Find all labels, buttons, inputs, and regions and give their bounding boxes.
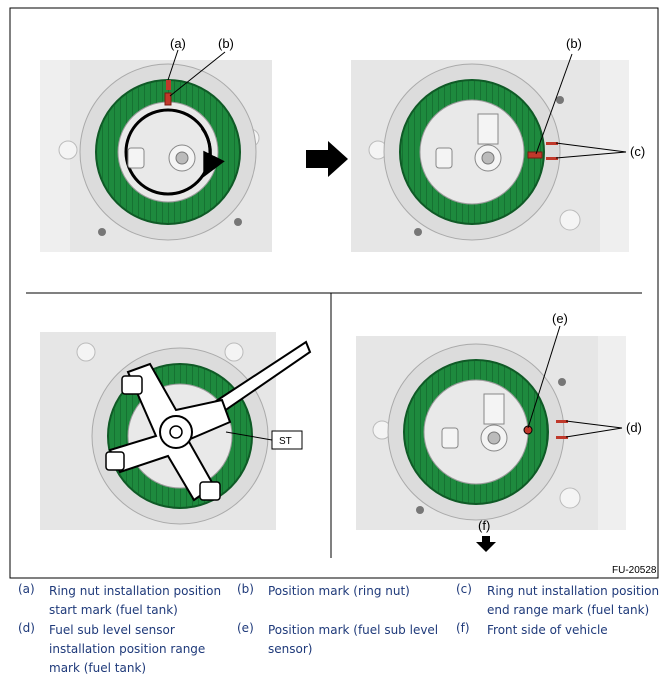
- procedure-figure: (a) (b) (b) (c): [9, 7, 659, 579]
- legend-text: Ring nut installation position start mar…: [49, 584, 222, 617]
- legend-text: Position mark (fuel sub level sensor): [268, 623, 439, 656]
- callout-b-top-right: (b): [566, 36, 582, 51]
- legend-tag: (a): [18, 582, 35, 596]
- position-mark-e: [523, 425, 533, 435]
- front-arrow-icon: [476, 536, 496, 552]
- legend-tag: (f): [456, 621, 470, 635]
- callout-f: (f): [478, 518, 490, 533]
- callout-c: (c): [630, 144, 645, 159]
- callout-b-top-left: (b): [218, 36, 234, 51]
- range-mark-d-2: [556, 436, 568, 439]
- panel-bottom-right: (e) (d) (f): [356, 311, 642, 552]
- end-mark-c-2: [546, 157, 558, 160]
- position-mark-b: [527, 151, 543, 159]
- callout-d: (d): [626, 420, 642, 435]
- legend-tag: (e): [237, 621, 254, 635]
- legend-text: Front side of vehicle: [487, 623, 608, 637]
- legend-text: Fuel sub level sensor installation posit…: [49, 623, 206, 675]
- callout-st: ST: [279, 436, 292, 447]
- callout-e: (e): [552, 311, 568, 326]
- panel-top-left: (a) (b): [40, 36, 272, 252]
- legend-tag: (c): [456, 582, 472, 596]
- legend: (a) Ring nut installation position start…: [0, 582, 668, 675]
- legend-tag: (d): [18, 621, 35, 635]
- position-mark-b: [164, 92, 172, 106]
- legend-row: (d) Fuel sub level sensor installation p…: [0, 621, 668, 675]
- legend-text: Position mark (ring nut): [268, 584, 410, 598]
- next-step-arrow: [306, 141, 348, 177]
- end-mark-c-1: [546, 142, 558, 145]
- figure-id: FU-20528: [612, 565, 657, 576]
- legend-tag: (b): [237, 582, 254, 596]
- panel-bottom-left: ST: [40, 332, 312, 530]
- callout-a-top-left: (a): [170, 36, 186, 51]
- start-mark-a: [166, 80, 171, 90]
- st-label-box: [271, 430, 303, 450]
- legend-text: Ring nut installation position end range…: [487, 584, 660, 617]
- legend-row: (a) Ring nut installation position start…: [0, 582, 668, 621]
- panel-top-right: (b) (c): [351, 36, 645, 252]
- range-mark-d-1: [556, 420, 568, 423]
